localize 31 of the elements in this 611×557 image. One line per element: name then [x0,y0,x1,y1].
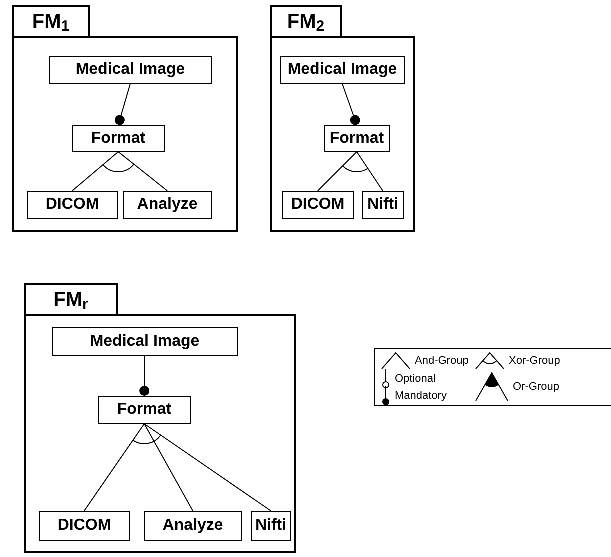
feature-box: Analyze [123,191,212,219]
legend-label: Mandatory [395,390,447,402]
feature-box: Nifti [251,511,291,541]
connector-line [72,152,119,192]
feature-box: Nifti [362,191,404,219]
legend-label: Optional [395,374,436,384]
feature-box: Format [324,125,390,152]
connector-line [144,424,194,512]
legend-label: And-Group [415,356,469,366]
mandatory-connector [342,84,360,126]
connector-line [118,152,168,192]
connector-line [84,424,145,512]
feature-box: Medical Image [280,56,405,84]
feature-box: Medical Image [52,327,238,356]
feature-box: Format [72,125,165,152]
frame-tab: FM$_{r}$ [24,283,118,316]
feature-box: Medical Image [49,56,212,84]
feature-box: DICOM [39,511,130,541]
mandatory-connector [140,356,150,396]
feature-box: Analyze [144,511,242,541]
legend-label: Xor-Group [509,356,560,366]
connector-line [144,424,272,512]
legend-label: Or-Group [513,382,560,392]
frame-tab: FM$_{1}$ [12,5,90,38]
feature-box: DICOM [27,191,118,219]
frame-tab: FM$_{2}$ [270,5,342,38]
connector-line [356,152,384,192]
mandatory-connector [114,84,131,126]
feature-box: Format [98,396,191,424]
connector-line [318,152,358,192]
feature-box: DICOM [282,191,354,219]
